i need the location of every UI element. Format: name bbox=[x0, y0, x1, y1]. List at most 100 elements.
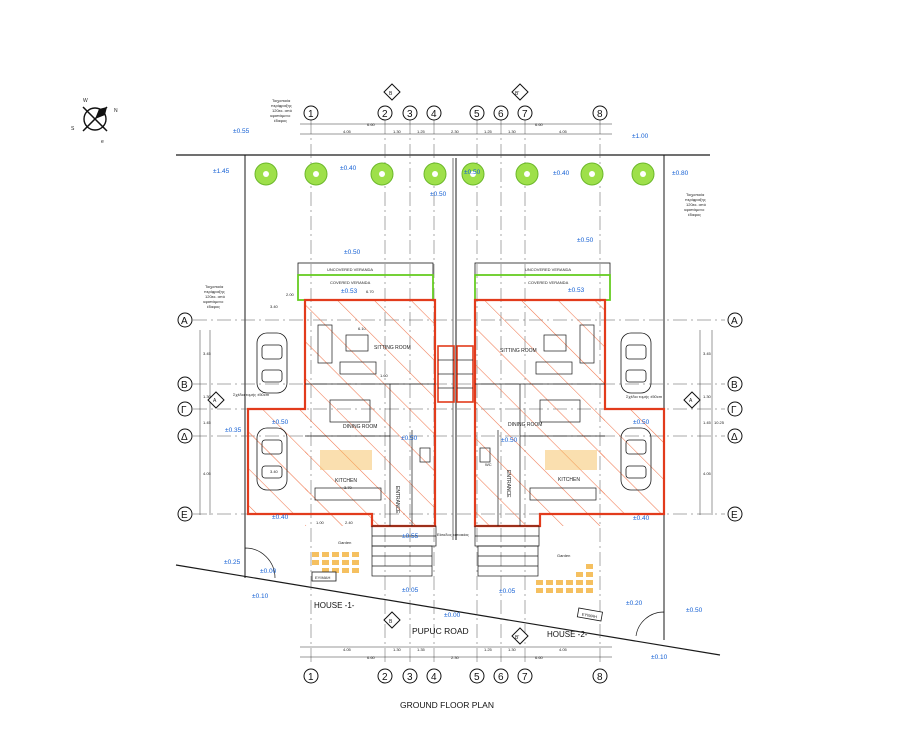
svg-text:±0.50: ±0.50 bbox=[272, 419, 289, 426]
svg-text:6.60: 6.60 bbox=[367, 122, 376, 127]
svg-text:7: 7 bbox=[522, 109, 528, 120]
svg-text:1.30: 1.30 bbox=[508, 129, 517, 134]
svg-text:±0.00: ±0.00 bbox=[444, 612, 461, 619]
grid-bubbles-top: 1 2 3 4 5 6 7 8 bbox=[303, 105, 608, 121]
house-2-building: SITTING ROOM DINING ROOM KITCHEN ENTRANC… bbox=[473, 298, 666, 528]
svg-text:120εκ. από: 120εκ. από bbox=[205, 294, 226, 299]
garden-label-2: Garden bbox=[557, 553, 570, 558]
svg-text:1: 1 bbox=[308, 672, 314, 683]
svg-text:υφιστάμενο: υφιστάμενο bbox=[203, 299, 224, 304]
car-icon bbox=[620, 427, 652, 491]
entrance-label-1: ENTRANCE bbox=[394, 486, 400, 514]
svg-text:Α: Α bbox=[731, 316, 738, 327]
svg-text:±0.10: ±0.10 bbox=[252, 593, 269, 600]
svg-text:4: 4 bbox=[431, 672, 437, 683]
sitting-room-label-2: SITTING ROOM bbox=[500, 348, 537, 354]
svg-text:±0.80: ±0.80 bbox=[672, 170, 689, 177]
page-title: GROUND FLOOR PLAN bbox=[400, 700, 494, 710]
svg-text:±0.40: ±0.40 bbox=[272, 514, 289, 521]
dimension-lines bbox=[199, 123, 713, 658]
svg-text:10.25: 10.25 bbox=[714, 420, 725, 425]
svg-text:±0.50: ±0.50 bbox=[577, 237, 594, 244]
svg-text:περίφραξης: περίφραξης bbox=[685, 197, 706, 202]
svg-text:1.25: 1.25 bbox=[417, 129, 426, 134]
road-label: PUPUC ROAD bbox=[412, 626, 469, 636]
svg-text:4: 4 bbox=[431, 109, 437, 120]
svg-text:3.45: 3.45 bbox=[203, 351, 212, 356]
meter-box-2 bbox=[576, 607, 603, 622]
svg-text:±0.50: ±0.50 bbox=[501, 437, 518, 444]
svg-text:±0.55: ±0.55 bbox=[402, 533, 419, 540]
meter-label-2: EYIMAH bbox=[581, 612, 597, 620]
entry-steps bbox=[371, 525, 540, 577]
svg-text:έδαφος: έδαφος bbox=[274, 118, 287, 123]
svg-text:περίφραξης: περίφραξης bbox=[204, 289, 225, 294]
covered-veranda-label-1: COVERED VERANDA bbox=[330, 280, 371, 285]
svg-text:4.05: 4.05 bbox=[343, 129, 352, 134]
compass-letter-s: S bbox=[71, 126, 75, 132]
svg-text:1.30: 1.30 bbox=[703, 394, 712, 399]
tree-icon bbox=[580, 162, 604, 186]
svg-text:Τοιχοποιία: Τοιχοποιία bbox=[205, 284, 224, 289]
dining-room-label-1: DINING ROOM bbox=[343, 424, 377, 430]
svg-text:περίφραξης: περίφραξης bbox=[271, 103, 292, 108]
svg-text:±1.45: ±1.45 bbox=[213, 168, 230, 175]
wall-note-right: Τοιχοποιία περίφραξης 120εκ. από υφιστάμ… bbox=[684, 192, 707, 217]
svg-text:Δ: Δ bbox=[731, 432, 738, 443]
svg-text:έδαφος: έδαφος bbox=[688, 212, 701, 217]
section-label-left: Σχέδιο τομής ±50cm bbox=[233, 392, 270, 397]
grid-bubbles-right: Α Β Γ Δ Ε bbox=[727, 312, 743, 522]
svg-text:4.05: 4.05 bbox=[203, 471, 212, 476]
trees bbox=[254, 162, 655, 186]
svg-text:B': B' bbox=[515, 635, 519, 641]
svg-text:Γ: Γ bbox=[731, 405, 737, 416]
svg-text:6.60: 6.60 bbox=[367, 655, 376, 660]
svg-text:1.35: 1.35 bbox=[417, 647, 426, 652]
uncovered-veranda-label-2: UNCOVERED VERANDA bbox=[525, 267, 571, 272]
svg-text:±0.40: ±0.40 bbox=[553, 170, 570, 177]
svg-text:4.05: 4.05 bbox=[559, 647, 568, 652]
svg-text:2: 2 bbox=[382, 672, 388, 683]
svg-text:±0.53: ±0.53 bbox=[341, 288, 358, 295]
section-markers: B B' B B' A A bbox=[207, 83, 701, 645]
svg-text:8: 8 bbox=[597, 672, 603, 683]
svg-text:3: 3 bbox=[407, 672, 413, 683]
svg-text:±0.50: ±0.50 bbox=[686, 607, 703, 614]
svg-text:6.60: 6.60 bbox=[535, 655, 544, 660]
dining-room-label-2: DINING ROOM bbox=[508, 422, 542, 428]
svg-text:±0.40: ±0.40 bbox=[633, 515, 650, 522]
svg-text:4.05: 4.05 bbox=[559, 129, 568, 134]
svg-text:±0.05: ±0.05 bbox=[499, 588, 516, 595]
tree-icon bbox=[515, 162, 539, 186]
svg-text:±0.00: ±0.00 bbox=[260, 568, 277, 575]
svg-text:6: 6 bbox=[498, 109, 504, 120]
section-label-right: Σχέδιο τομής ±50cm bbox=[626, 394, 663, 399]
svg-text:1: 1 bbox=[308, 109, 314, 120]
svg-text:1.45: 1.45 bbox=[703, 420, 712, 425]
svg-text:2.00: 2.00 bbox=[286, 292, 295, 297]
tree-icon bbox=[370, 162, 394, 186]
svg-text:B': B' bbox=[515, 91, 519, 97]
plot-boundary bbox=[175, 154, 721, 656]
svg-text:±0.35: ±0.35 bbox=[225, 427, 242, 434]
svg-text:A: A bbox=[213, 398, 217, 404]
compass-letter-w: W bbox=[83, 98, 88, 104]
svg-text:1.30: 1.30 bbox=[393, 647, 402, 652]
svg-text:1.45: 1.45 bbox=[203, 420, 212, 425]
svg-text:±0.10: ±0.10 bbox=[651, 654, 668, 661]
tree-icon bbox=[304, 162, 328, 186]
svg-text:1.30: 1.30 bbox=[508, 647, 517, 652]
svg-text:120εκ. από: 120εκ. από bbox=[272, 108, 293, 113]
svg-text:2.30: 2.30 bbox=[451, 129, 460, 134]
kitchen-label-1: KITCHEN bbox=[335, 478, 357, 484]
svg-text:Β: Β bbox=[181, 380, 188, 391]
car-icon bbox=[256, 332, 288, 394]
svg-text:±0.50: ±0.50 bbox=[401, 435, 418, 442]
svg-text:±0.55: ±0.55 bbox=[233, 128, 250, 135]
entrance-label-2: ENTRANCE bbox=[505, 470, 511, 498]
uncovered-veranda-label-1: UNCOVERED VERANDA bbox=[327, 267, 373, 272]
garden-label-1: Garden bbox=[338, 540, 351, 545]
svg-text:Β: Β bbox=[731, 380, 738, 391]
svg-text:±0.40: ±0.40 bbox=[340, 165, 357, 172]
